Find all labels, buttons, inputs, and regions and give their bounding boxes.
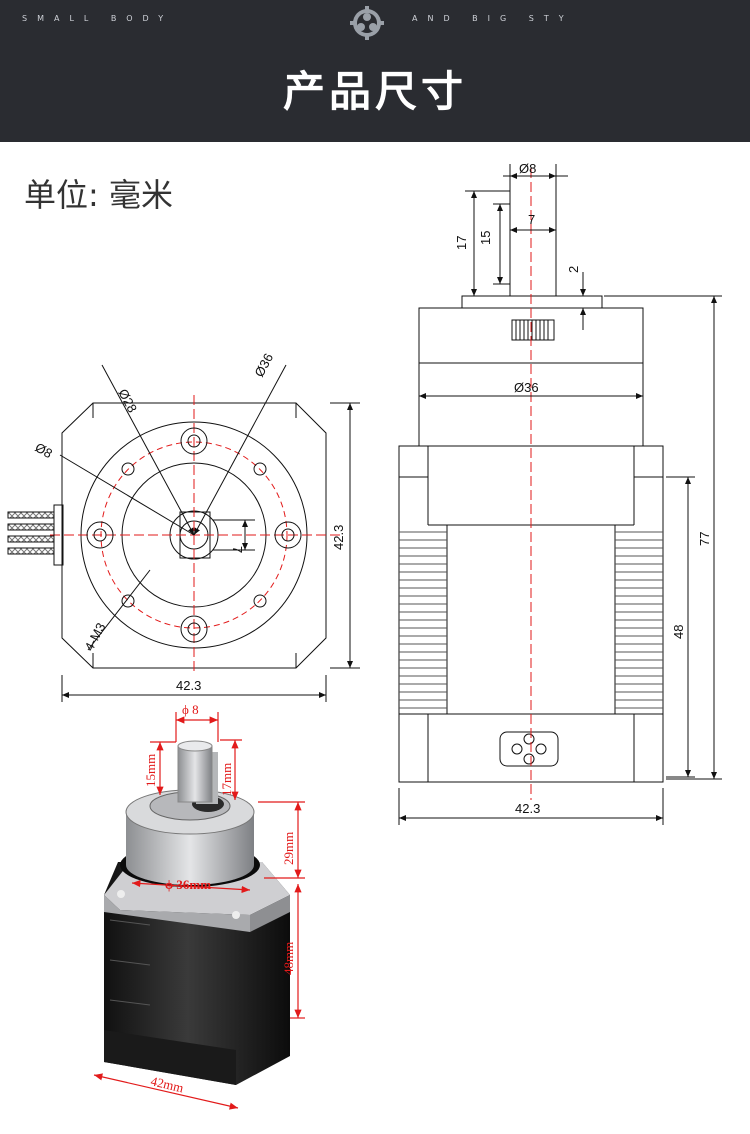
page-title: 产品尺寸: [282, 67, 467, 116]
label-d8: Ø8: [33, 440, 56, 462]
label-d28: Ø28: [115, 386, 140, 415]
motor-body: [398, 445, 664, 783]
gear-icon: [350, 6, 384, 40]
label-width-42: 42.3: [515, 801, 540, 816]
label-height-42: 42.3: [331, 525, 346, 550]
photo-label-29mm: 29mm: [281, 832, 296, 865]
photo-labels: ϕ 8 15mm 17mm ϕ 36mm 29mm 48mm 42mm: [143, 702, 296, 1095]
photo-dimensions: [93, 712, 305, 1110]
photo-label-15mm: 15mm: [143, 754, 158, 787]
label-flat-7: 7: [230, 546, 245, 553]
photo-label-d36: ϕ 36mm: [165, 877, 211, 892]
label-width-42: 42.3: [176, 678, 201, 693]
connector: [499, 731, 559, 767]
side-view: [398, 164, 722, 825]
photo-label-42mm: 42mm: [149, 1073, 185, 1095]
label-15: 15: [478, 231, 493, 245]
label-77: 77: [697, 532, 712, 546]
shaft: [509, 175, 557, 297]
label-flat-7: 7: [528, 212, 535, 227]
cooling-fins: [399, 531, 663, 709]
label-4m3: 4-M3: [81, 620, 108, 653]
label-shaft-d8: Ø8: [519, 161, 536, 176]
unit-label: 单位: 毫米: [24, 176, 173, 214]
photo-label-d8: ϕ 8: [182, 702, 199, 717]
label-48: 48: [671, 625, 686, 639]
label-17: 17: [454, 236, 469, 250]
label-d36: Ø36: [251, 351, 276, 380]
photo-label-48mm: 48mm: [281, 942, 296, 975]
label-2: 2: [566, 266, 581, 273]
photo-label-17mm: 17mm: [219, 763, 234, 796]
label-gearbox-d36: Ø36: [514, 380, 539, 395]
front-view: [7, 364, 360, 702]
product-photo: [104, 740, 290, 1085]
side-view-labels: Ø8 7 17 15 2 Ø36 48 77 42.3: [454, 161, 712, 816]
tagline-right: AND BIG STY: [412, 14, 574, 23]
header-banner: SMALL BODY AND BIG STY 产品尺寸: [0, 0, 750, 142]
tagline-left: SMALL BODY: [22, 14, 174, 23]
